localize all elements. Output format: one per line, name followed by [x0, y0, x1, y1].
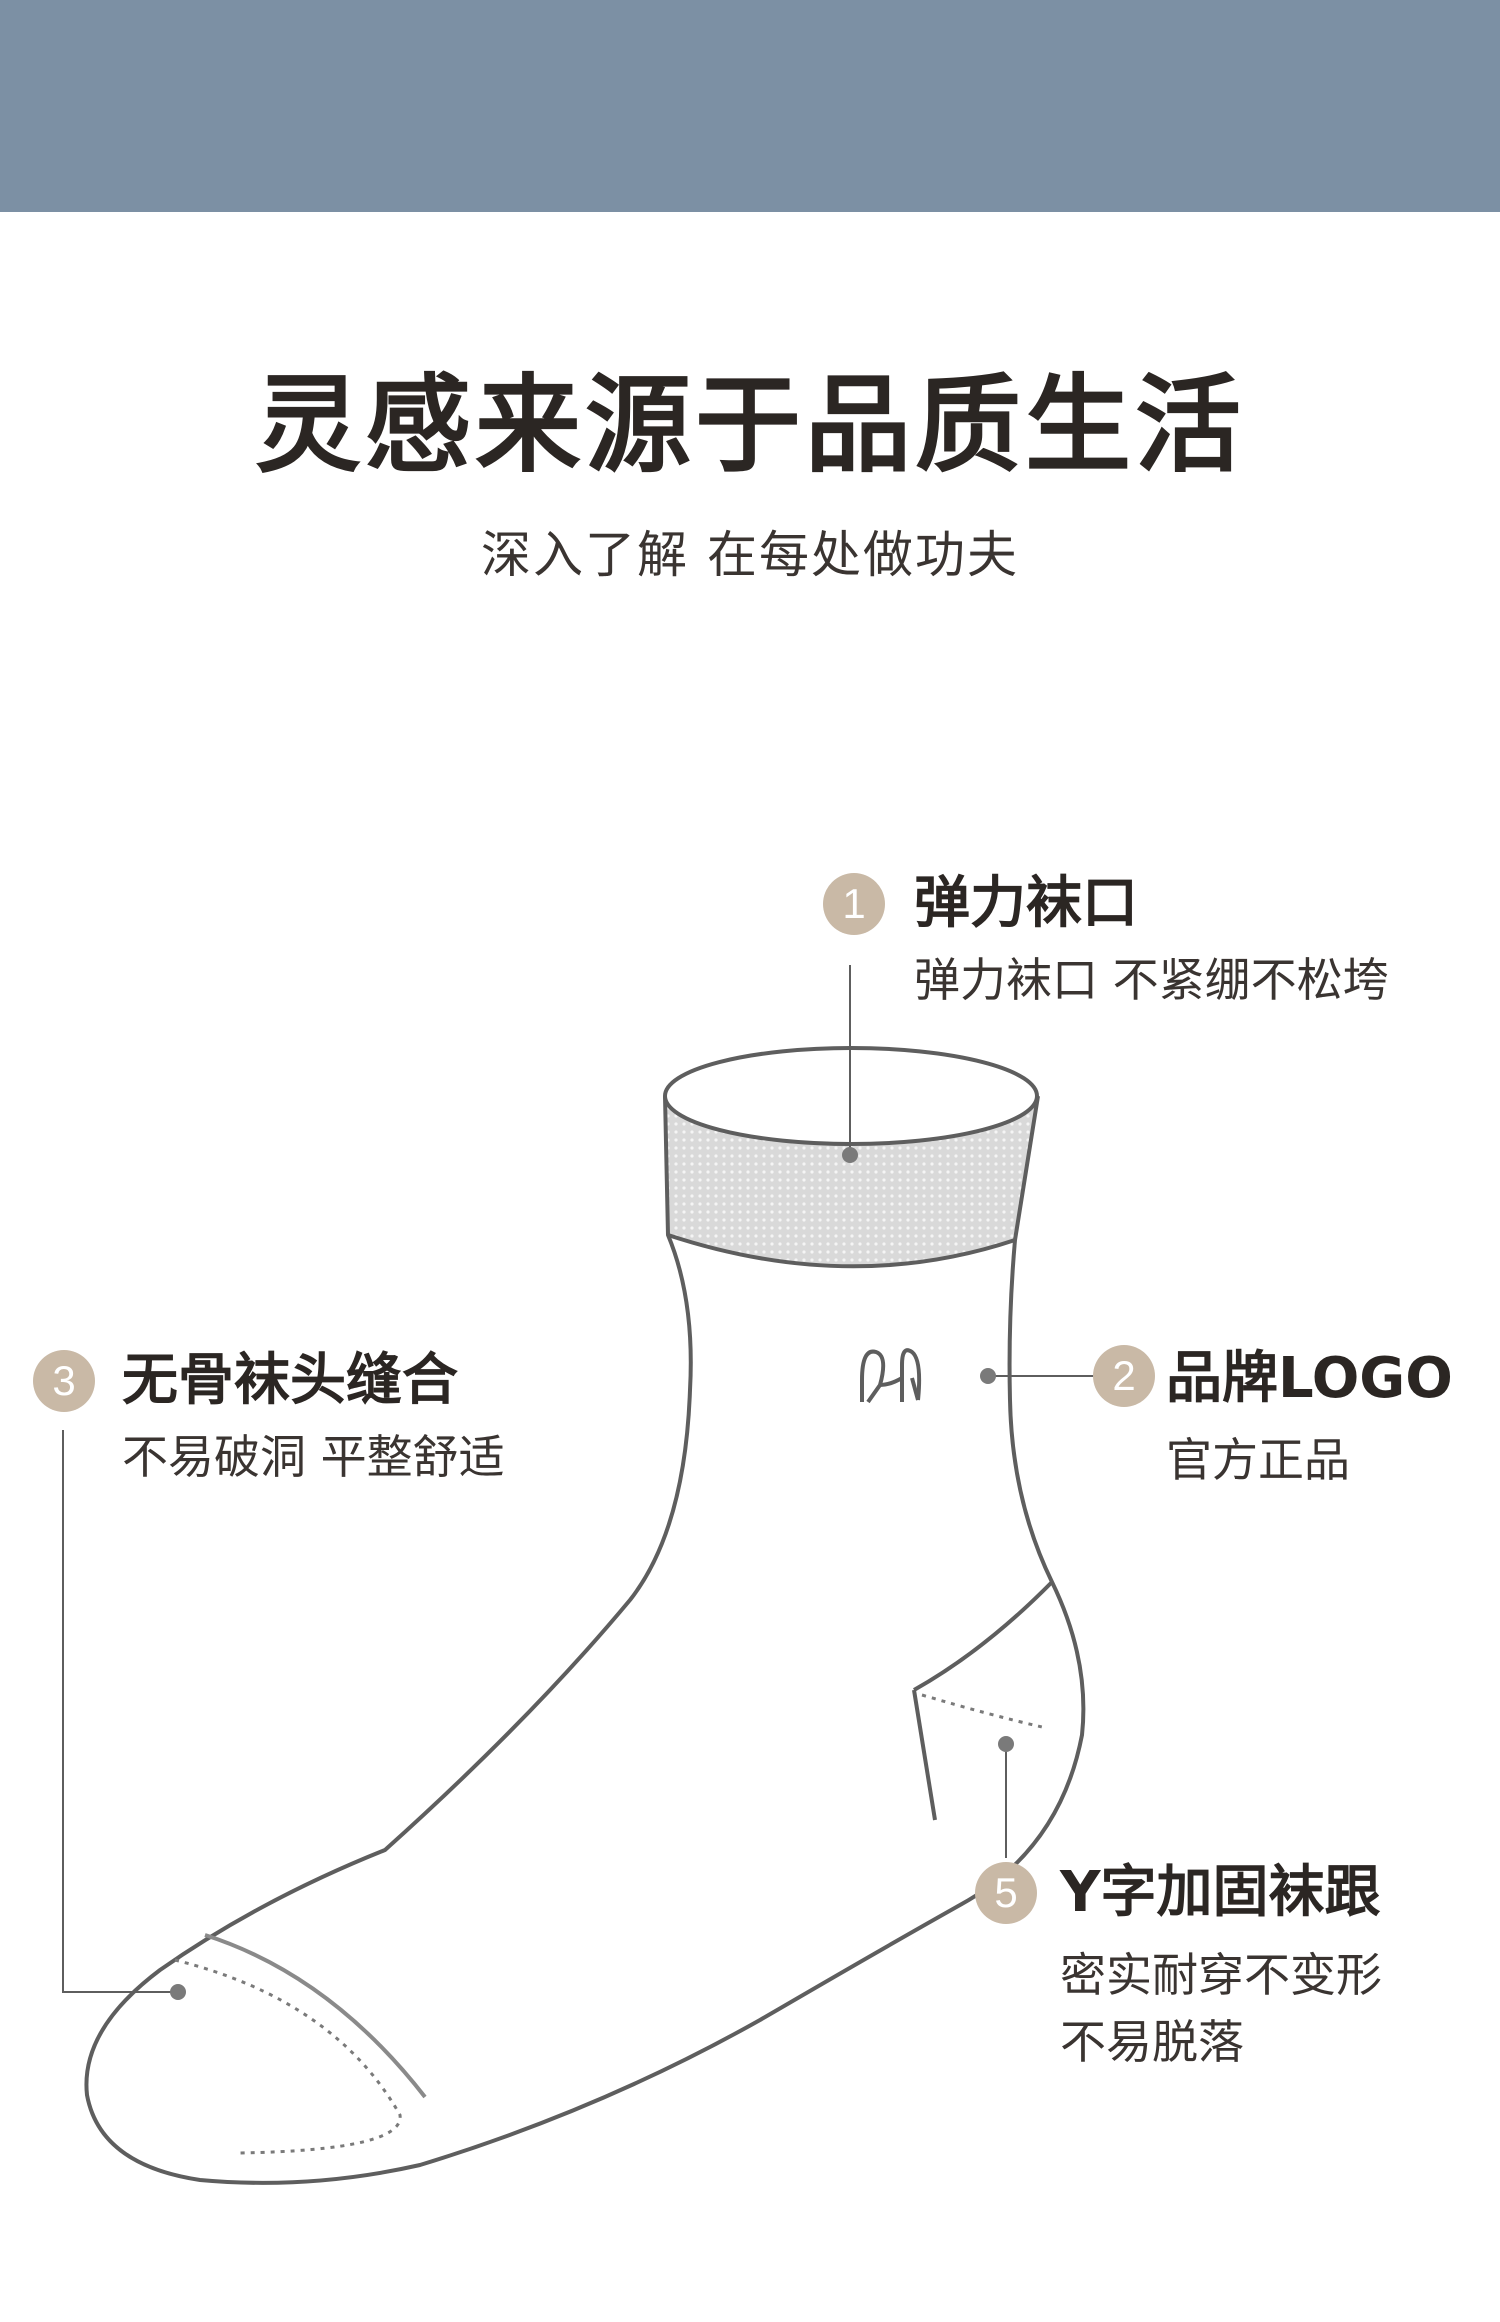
feature-desc-2: 官方正品 [1166, 1433, 1350, 1487]
heel-outline [912, 1689, 937, 1821]
callout-dot-3 [170, 1984, 186, 2000]
feature-badge-2: 2 [1093, 1345, 1155, 1407]
toe-stitch [174, 1958, 402, 2155]
feature-badge-5: 5 [975, 1862, 1037, 1924]
callout-line-3 [62, 1430, 180, 1993]
heel-top-line [913, 1580, 1054, 1692]
feature-title-5: Y字加固袜跟 [1060, 1860, 1381, 1925]
feature-title-1: 弹力袜口 [914, 871, 1138, 936]
top-color-band [0, 0, 1500, 212]
callout-dot-5 [998, 1736, 1014, 1752]
feature-title-2: 品牌LOGO [1166, 1346, 1453, 1411]
cuff-seam [667, 1233, 1016, 1269]
brand-logo-mark [860, 1348, 922, 1404]
feature-badge-3: 3 [33, 1350, 95, 1412]
feature-desc-5-line-1: 密实耐穿不变形 [1060, 1948, 1382, 2002]
page-subtitle: 深入了解 在每处做功夫 [481, 526, 1019, 584]
sock-outline [84, 1095, 1086, 2185]
toe-line [204, 1933, 427, 2099]
feature-desc-5-line-2: 不易脱落 [1060, 2015, 1244, 2069]
callout-dot-1 [842, 1147, 858, 1163]
feature-badge-1: 1 [823, 873, 885, 935]
callout-dot-2 [980, 1368, 996, 1384]
heel-stitch [921, 1693, 1043, 1729]
page-title: 灵感来源于品质生活 [255, 364, 1245, 487]
feature-desc-1: 弹力袜口 不紧绷不松垮 [914, 953, 1389, 1007]
feature-title-3: 无骨袜头缝合 [122, 1348, 458, 1413]
feature-desc-3: 不易破洞 平整舒适 [122, 1430, 505, 1484]
